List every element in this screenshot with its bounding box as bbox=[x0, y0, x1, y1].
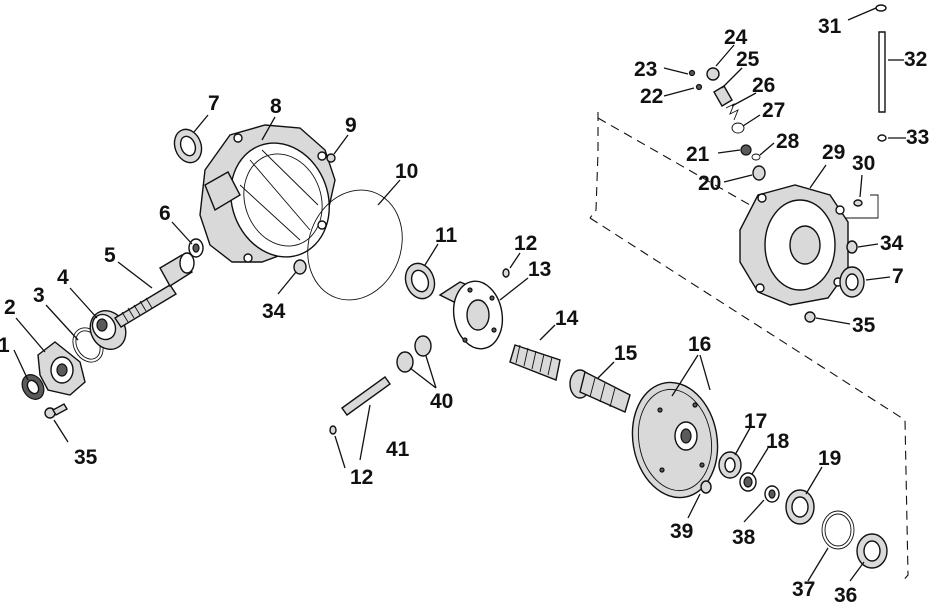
part-22-clip bbox=[695, 83, 703, 91]
part-34-bushing-right bbox=[846, 240, 858, 254]
part-35-bolt-left bbox=[44, 403, 68, 419]
part-16-ring-gear bbox=[631, 381, 719, 499]
callout-21: 21 bbox=[686, 143, 710, 166]
part-11-seal bbox=[404, 262, 436, 300]
part-5-pinion-shaft bbox=[114, 252, 195, 328]
callout-7-left: 7 bbox=[208, 92, 220, 115]
part-26-spring bbox=[725, 103, 739, 121]
part-28-ring bbox=[751, 153, 761, 161]
part-33-tip bbox=[877, 134, 887, 142]
callout-34-right: 34 bbox=[880, 232, 904, 255]
callout-26: 26 bbox=[752, 74, 775, 97]
callout-35-left: 35 bbox=[74, 446, 98, 469]
part-2-cover-plate bbox=[37, 341, 86, 396]
callout-32: 32 bbox=[904, 48, 927, 71]
part-14-drive-shaft bbox=[509, 344, 561, 381]
callout-20: 20 bbox=[698, 172, 721, 195]
callout-7-right: 7 bbox=[892, 265, 904, 288]
callout-19: 19 bbox=[818, 447, 841, 470]
part-13-hub-flange bbox=[438, 280, 504, 350]
callout-17: 17 bbox=[744, 410, 767, 433]
callout-37: 37 bbox=[792, 578, 815, 601]
callout-31: 31 bbox=[818, 15, 842, 38]
callout-11: 11 bbox=[435, 224, 458, 247]
part-27-washer bbox=[731, 122, 745, 134]
callout-12-bottom: 12 bbox=[350, 466, 373, 489]
part-25-valve bbox=[713, 85, 733, 107]
callout-39: 39 bbox=[670, 520, 693, 543]
part-18-washer bbox=[739, 472, 757, 492]
leader-lines bbox=[13, 7, 906, 582]
callout-9: 9 bbox=[345, 114, 357, 137]
callout-12-top: 12 bbox=[514, 232, 537, 255]
callout-6: 6 bbox=[159, 202, 171, 225]
part-30-screw bbox=[853, 199, 863, 207]
part-17-bearing bbox=[718, 451, 742, 479]
part-19-seal bbox=[785, 489, 815, 525]
callout-40: 40 bbox=[430, 390, 453, 413]
callout-35-right: 35 bbox=[852, 314, 876, 337]
callout-16: 16 bbox=[688, 333, 711, 356]
callout-4: 4 bbox=[57, 266, 69, 289]
part-8-housing bbox=[199, 124, 336, 263]
callout-36: 36 bbox=[834, 584, 857, 603]
part-36-bearing bbox=[856, 533, 888, 569]
callout-24: 24 bbox=[724, 26, 748, 49]
callout-29: 29 bbox=[822, 141, 845, 164]
part-6-collar bbox=[188, 238, 204, 258]
callout-28: 28 bbox=[776, 130, 800, 153]
callout-18: 18 bbox=[766, 430, 790, 453]
part-37-o-ring bbox=[821, 510, 855, 550]
part-34-bushing-left bbox=[293, 259, 307, 275]
callout-38: 38 bbox=[732, 526, 756, 549]
callout-labels: 1 2 3 4 5 6 7 8 9 10 11 12 13 14 15 16 1… bbox=[0, 15, 929, 603]
part-35-bolt-right bbox=[804, 311, 816, 323]
callout-1: 1 bbox=[0, 334, 10, 357]
part-1-seal bbox=[21, 374, 45, 400]
part-9-bolt bbox=[326, 153, 336, 163]
part-32-rod bbox=[878, 31, 886, 113]
part-41-cross-shaft bbox=[341, 376, 391, 416]
part-31-cap bbox=[875, 4, 887, 12]
callout-10: 10 bbox=[395, 160, 418, 183]
part-23-pin bbox=[688, 69, 696, 77]
part-39-bolt bbox=[700, 480, 712, 494]
callout-34-left: 34 bbox=[262, 300, 286, 323]
part-15-coupler bbox=[569, 369, 631, 413]
callout-5: 5 bbox=[104, 244, 116, 267]
part-20-plug bbox=[752, 165, 766, 181]
part-7-seal-right bbox=[839, 266, 865, 298]
part-7-seal-left bbox=[173, 128, 203, 164]
callout-8: 8 bbox=[270, 95, 282, 118]
part-29-right-housing bbox=[739, 184, 849, 306]
callout-33: 33 bbox=[906, 126, 929, 149]
callout-23: 23 bbox=[634, 58, 657, 81]
assembly-boundary bbox=[589, 112, 909, 583]
part-40-spider-gears bbox=[396, 335, 432, 373]
callout-13: 13 bbox=[528, 258, 551, 281]
callout-15: 15 bbox=[614, 342, 638, 365]
callout-22: 22 bbox=[640, 85, 663, 108]
callout-41: 41 bbox=[386, 438, 410, 461]
part-21-ball bbox=[740, 144, 752, 156]
callout-3: 3 bbox=[33, 284, 45, 307]
part-12-pin-bottom bbox=[329, 425, 337, 435]
callout-2: 2 bbox=[4, 296, 16, 319]
callout-25: 25 bbox=[736, 48, 760, 71]
callout-14: 14 bbox=[555, 307, 579, 330]
part-12-pin-top bbox=[502, 268, 510, 278]
callout-30: 30 bbox=[852, 152, 875, 175]
callout-27: 27 bbox=[762, 99, 785, 122]
part-10-large-o-ring bbox=[307, 189, 403, 301]
part-38-washer bbox=[764, 485, 780, 503]
part-24-cap bbox=[706, 67, 720, 81]
